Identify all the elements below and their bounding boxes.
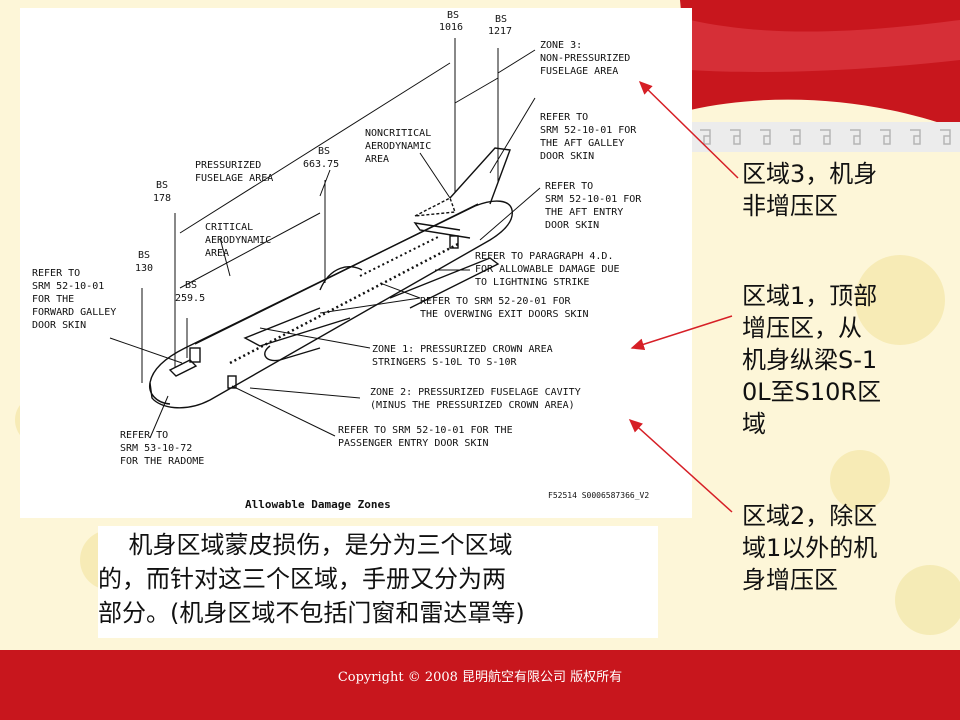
- fuselage-outline: [149, 200, 513, 409]
- label-zone2: ZONE 2: PRESSURIZED FUSELAGE CAVITY(MINU…: [370, 387, 581, 411]
- figure-id: F52514 S0006587366_V2: [548, 491, 649, 500]
- top-red-banner-highlight: [690, 20, 960, 72]
- dimension-lines: [179, 49, 536, 289]
- diagram-title: Allowable Damage Zones: [245, 498, 391, 511]
- body-text: 机身区域蒙皮损伤，是分为三个区域 的，而针对这三个区域，手册又分为两 部分。(机…: [98, 526, 658, 638]
- passenger-door: [227, 375, 237, 389]
- greek-key-border: [692, 122, 960, 152]
- callout-zone3: 区域3，机身 非增压区: [742, 160, 878, 220]
- fin-detail: [414, 197, 456, 217]
- engine: [264, 345, 321, 362]
- callout-zone2: 区域2，除区 域1以外的机 身增压区: [742, 502, 878, 594]
- forward-door: [189, 347, 201, 363]
- zone-boundary: [319, 266, 363, 291]
- bs-station-lines: [141, 38, 499, 383]
- footer-bar: [0, 650, 960, 720]
- crown-line: [194, 203, 479, 345]
- arrow-zone1: [630, 315, 733, 351]
- vertical-fin: [449, 147, 511, 205]
- callout-zone1: 区域1，顶部 增压区，从 机身纵梁S-1 0L至S10R区 域: [742, 282, 882, 438]
- arrow-zone2: [628, 418, 733, 513]
- nose-cone: [149, 382, 171, 405]
- cockpit-windows: [168, 359, 198, 377]
- horizontal-stabilizer: [413, 222, 471, 239]
- copyright: Copyright © 2008 昆明航空有限公司 版权所有: [337, 670, 623, 685]
- leader-lines: [109, 97, 541, 439]
- wing: [243, 257, 500, 347]
- label-lightning: REFER TO PARAGRAPH 4.D.FOR ALLOWABLE DAM…: [475, 251, 620, 288]
- arrow-zone3: [638, 80, 739, 179]
- window-row: [229, 241, 461, 365]
- aft-door: [449, 235, 459, 249]
